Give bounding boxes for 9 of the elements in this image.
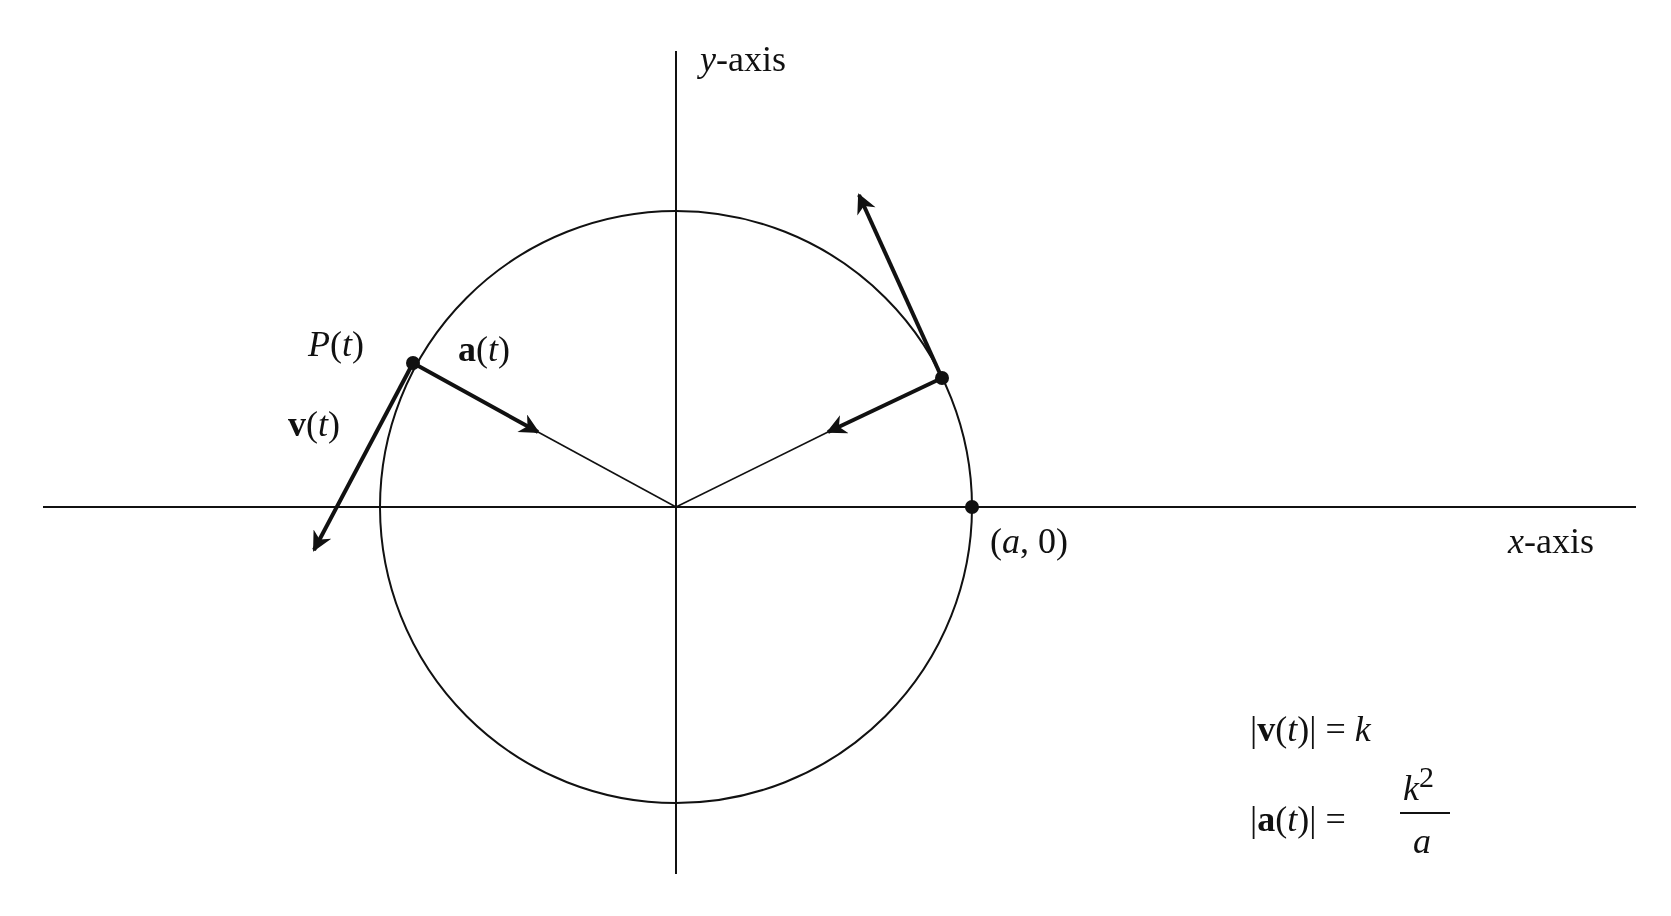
fraction-denominator: a xyxy=(1413,822,1431,862)
equation: |v(t)| = k xyxy=(1250,710,1371,750)
equation: |a(t)| = xyxy=(1250,800,1346,840)
axis-label: x-axis xyxy=(1508,522,1594,562)
point-label: P(t) xyxy=(308,325,364,365)
vector-label: a(t) xyxy=(458,330,510,370)
coordinate-label: (a, 0) xyxy=(990,522,1068,562)
fraction-numerator: k$^{2}$ xyxy=(1403,760,1434,809)
vector-label: v(t) xyxy=(288,405,340,445)
